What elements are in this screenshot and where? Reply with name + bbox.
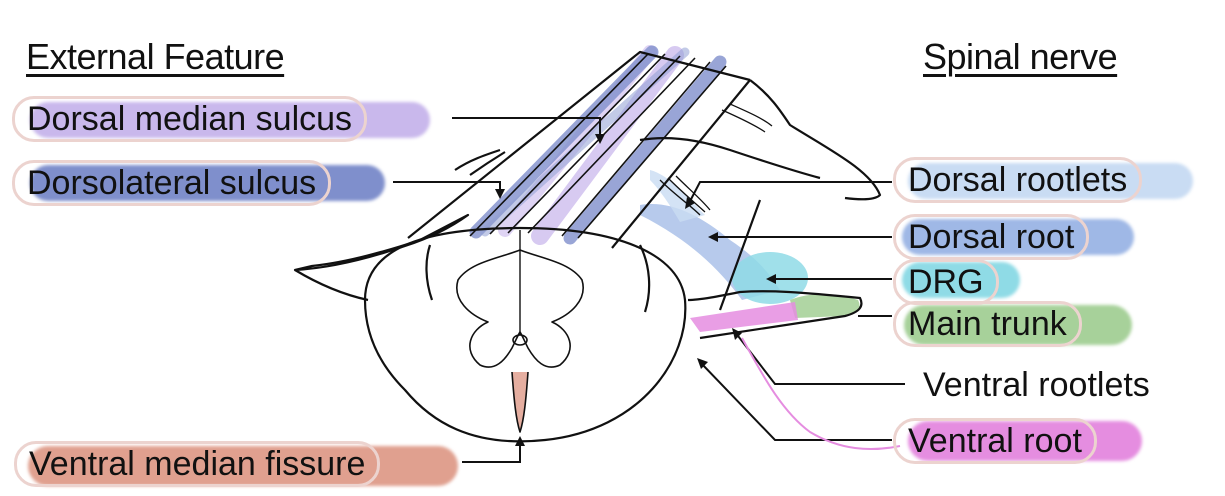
label-dorsal-median-sulcus: Dorsal median sulcus — [12, 96, 368, 142]
ventral-fissure-fill — [512, 372, 528, 432]
dorsolateral-highlight-mid — [480, 47, 690, 237]
label-main-trunk: Main trunk — [893, 301, 1082, 347]
pointer-dorsal-median — [452, 117, 601, 140]
highlight-main-trunk — [904, 305, 1132, 345]
ventral-rootlets-pink-line — [741, 337, 901, 451]
highlight-ventral-median-fissure — [28, 446, 458, 486]
highlight-ventral-root — [908, 421, 1142, 461]
label-dorsal-rootlets: Dorsal rootlets — [893, 157, 1143, 203]
highlight-dorsal-rootlets — [908, 163, 1193, 199]
pointer-ventral-rootlets — [734, 331, 905, 385]
label-dorsolateral-sulcus: Dorsolateral sulcus — [12, 160, 332, 206]
dorsolateral-highlight-right — [563, 55, 727, 245]
pointer-dorsolateral — [393, 181, 501, 195]
label-ventral-rootlets: Ventral rootlets — [923, 366, 1150, 404]
ventral-root-fill — [690, 302, 798, 332]
pointer-ventral-root — [699, 361, 892, 441]
label-ventral-median-fissure: Ventral median fissure — [14, 441, 381, 487]
arrowheads — [495, 134, 776, 446]
pointer-lines — [393, 117, 905, 463]
pointer-dorsal-rootlets — [687, 181, 892, 206]
highlight-drg — [902, 262, 1020, 298]
cord-outline — [293, 50, 882, 443]
label-ventral-root: Ventral root — [893, 418, 1097, 464]
highlight-dorsal-root — [902, 219, 1134, 255]
heading-spinal-nerve: Spinal nerve — [923, 36, 1118, 77]
main-trunk-fill — [790, 294, 860, 318]
label-dorsal-root: Dorsal root — [893, 214, 1090, 260]
pointer-ventral-fissure — [462, 440, 521, 463]
label-drg: DRG — [893, 259, 999, 305]
heading-external-feature: External Feature — [26, 36, 285, 77]
dorsolateral-highlight-left — [469, 45, 659, 239]
